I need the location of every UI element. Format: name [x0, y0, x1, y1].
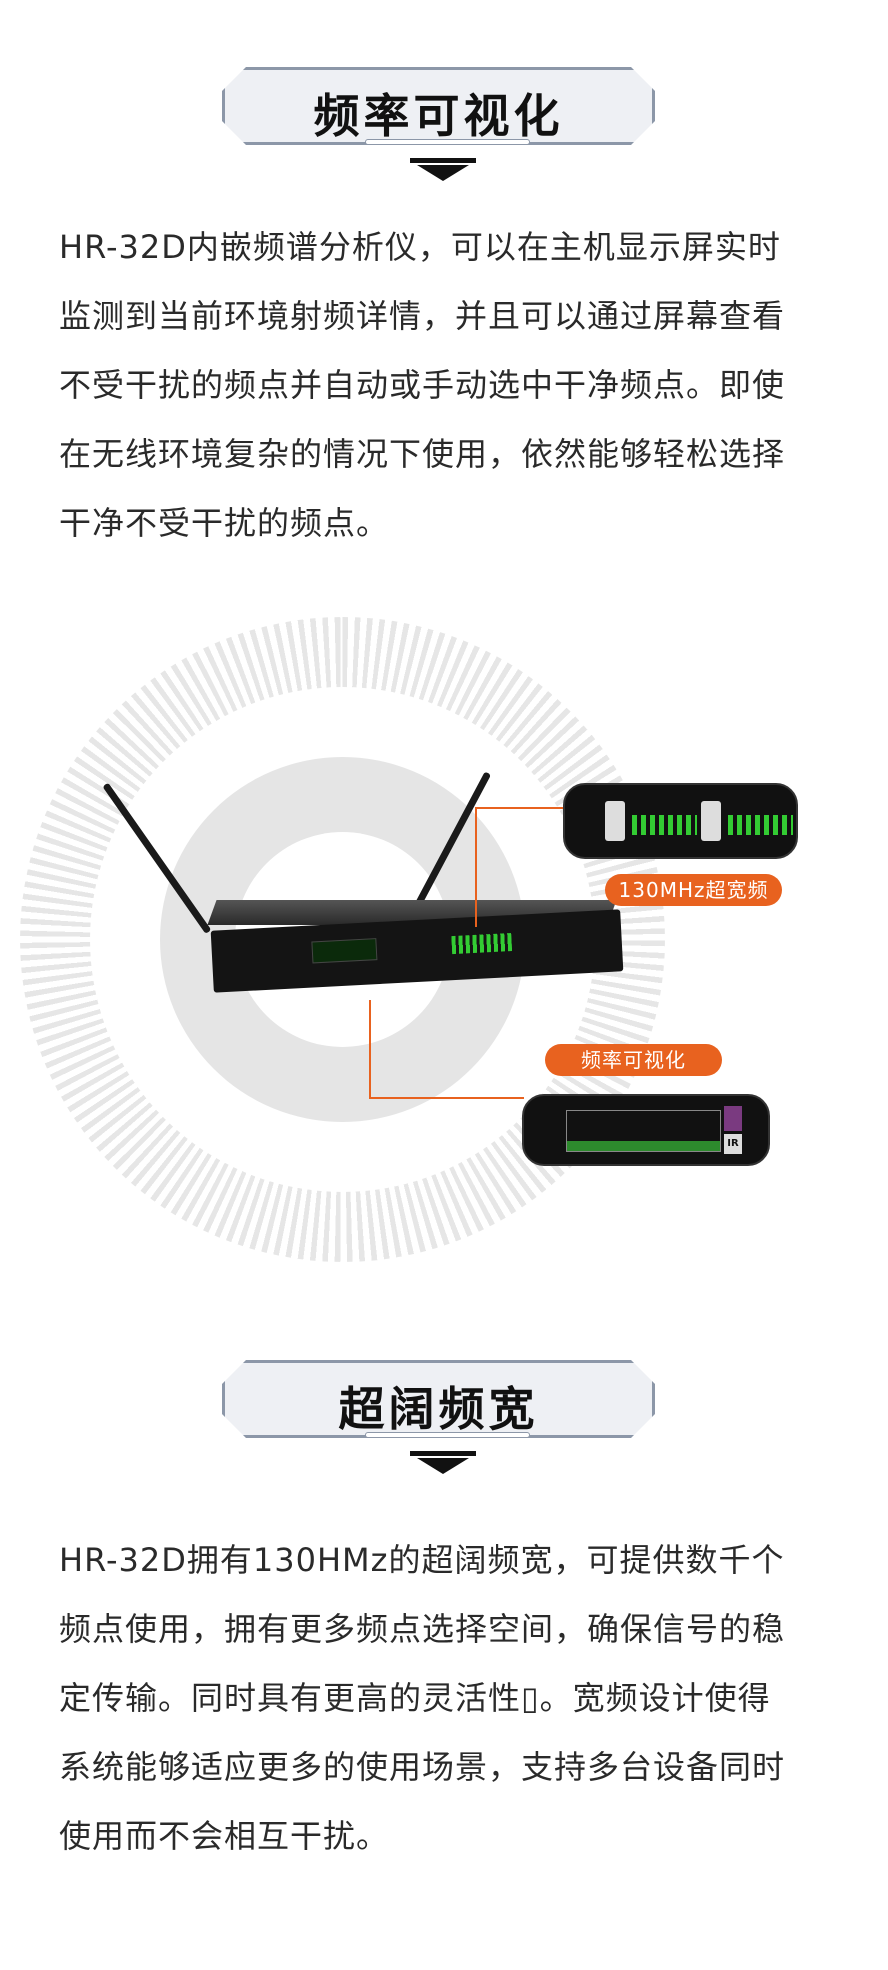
paragraph-line: 频点使用，拥有更多频点选择空间，确保信号的稳 — [59, 1610, 786, 1648]
paragraph-line: HR-32D内嵌频谱分析仪，可以在主机显示屏实时 — [59, 228, 781, 266]
frame-decoration — [365, 139, 530, 145]
callout-leader — [475, 807, 477, 927]
section-title-frame: 超阔频宽 — [222, 1360, 655, 1438]
zoom-panel-spectrum: IR — [522, 1094, 770, 1166]
paragraph-line: HR-32D拥有130HMz的超阔频宽，可提供数千个 — [59, 1541, 785, 1579]
callout-visual: 频率可视化 — [545, 1044, 722, 1076]
paragraph-line: 系统能够适应更多的使用场景，支持多台设备同时 — [59, 1748, 786, 1786]
callout-leader — [475, 807, 565, 809]
section-paragraph: HR-32D内嵌频谱分析仪，可以在主机显示屏实时 监测到当前环境射频详情，并且可… — [59, 213, 849, 558]
callout-leader — [369, 1000, 371, 1098]
paragraph-line: 干净不受干扰的频点。 — [59, 504, 390, 542]
receiver-screen — [311, 938, 378, 964]
paragraph-line: 在无线环境复杂的情况下使用，依然能够轻松选择 — [59, 435, 786, 473]
zoom-panel-meters — [563, 783, 798, 859]
callout-leader — [369, 1097, 524, 1099]
ir-label: IR — [724, 1134, 742, 1154]
paragraph-line: 不受干扰的频点并自动或手动选中干净频点。即使 — [59, 366, 786, 404]
down-arrow-icon — [410, 1451, 476, 1474]
spectrum-display — [566, 1110, 721, 1152]
receiver-meters — [451, 933, 513, 955]
down-arrow-icon — [410, 158, 476, 181]
section-title-frame: 频率可视化 — [222, 67, 655, 145]
frame-decoration — [365, 1432, 530, 1438]
section-title: 频率可视化 — [313, 89, 564, 143]
paragraph-line: 定传输。同时具有更高的灵活性▯。宽频设计使得 — [59, 1679, 771, 1717]
section-title: 超阔频宽 — [338, 1382, 539, 1436]
callout-bandwidth: 130MHz超宽频 — [605, 874, 782, 906]
paragraph-line: 使用而不会相互干扰。 — [59, 1817, 390, 1855]
paragraph-line: 监测到当前环境射频详情，并且可以通过屏幕查看 — [59, 297, 786, 335]
section-paragraph: HR-32D拥有130HMz的超阔频宽，可提供数千个 频点使用，拥有更多频点选择… — [59, 1526, 849, 1871]
